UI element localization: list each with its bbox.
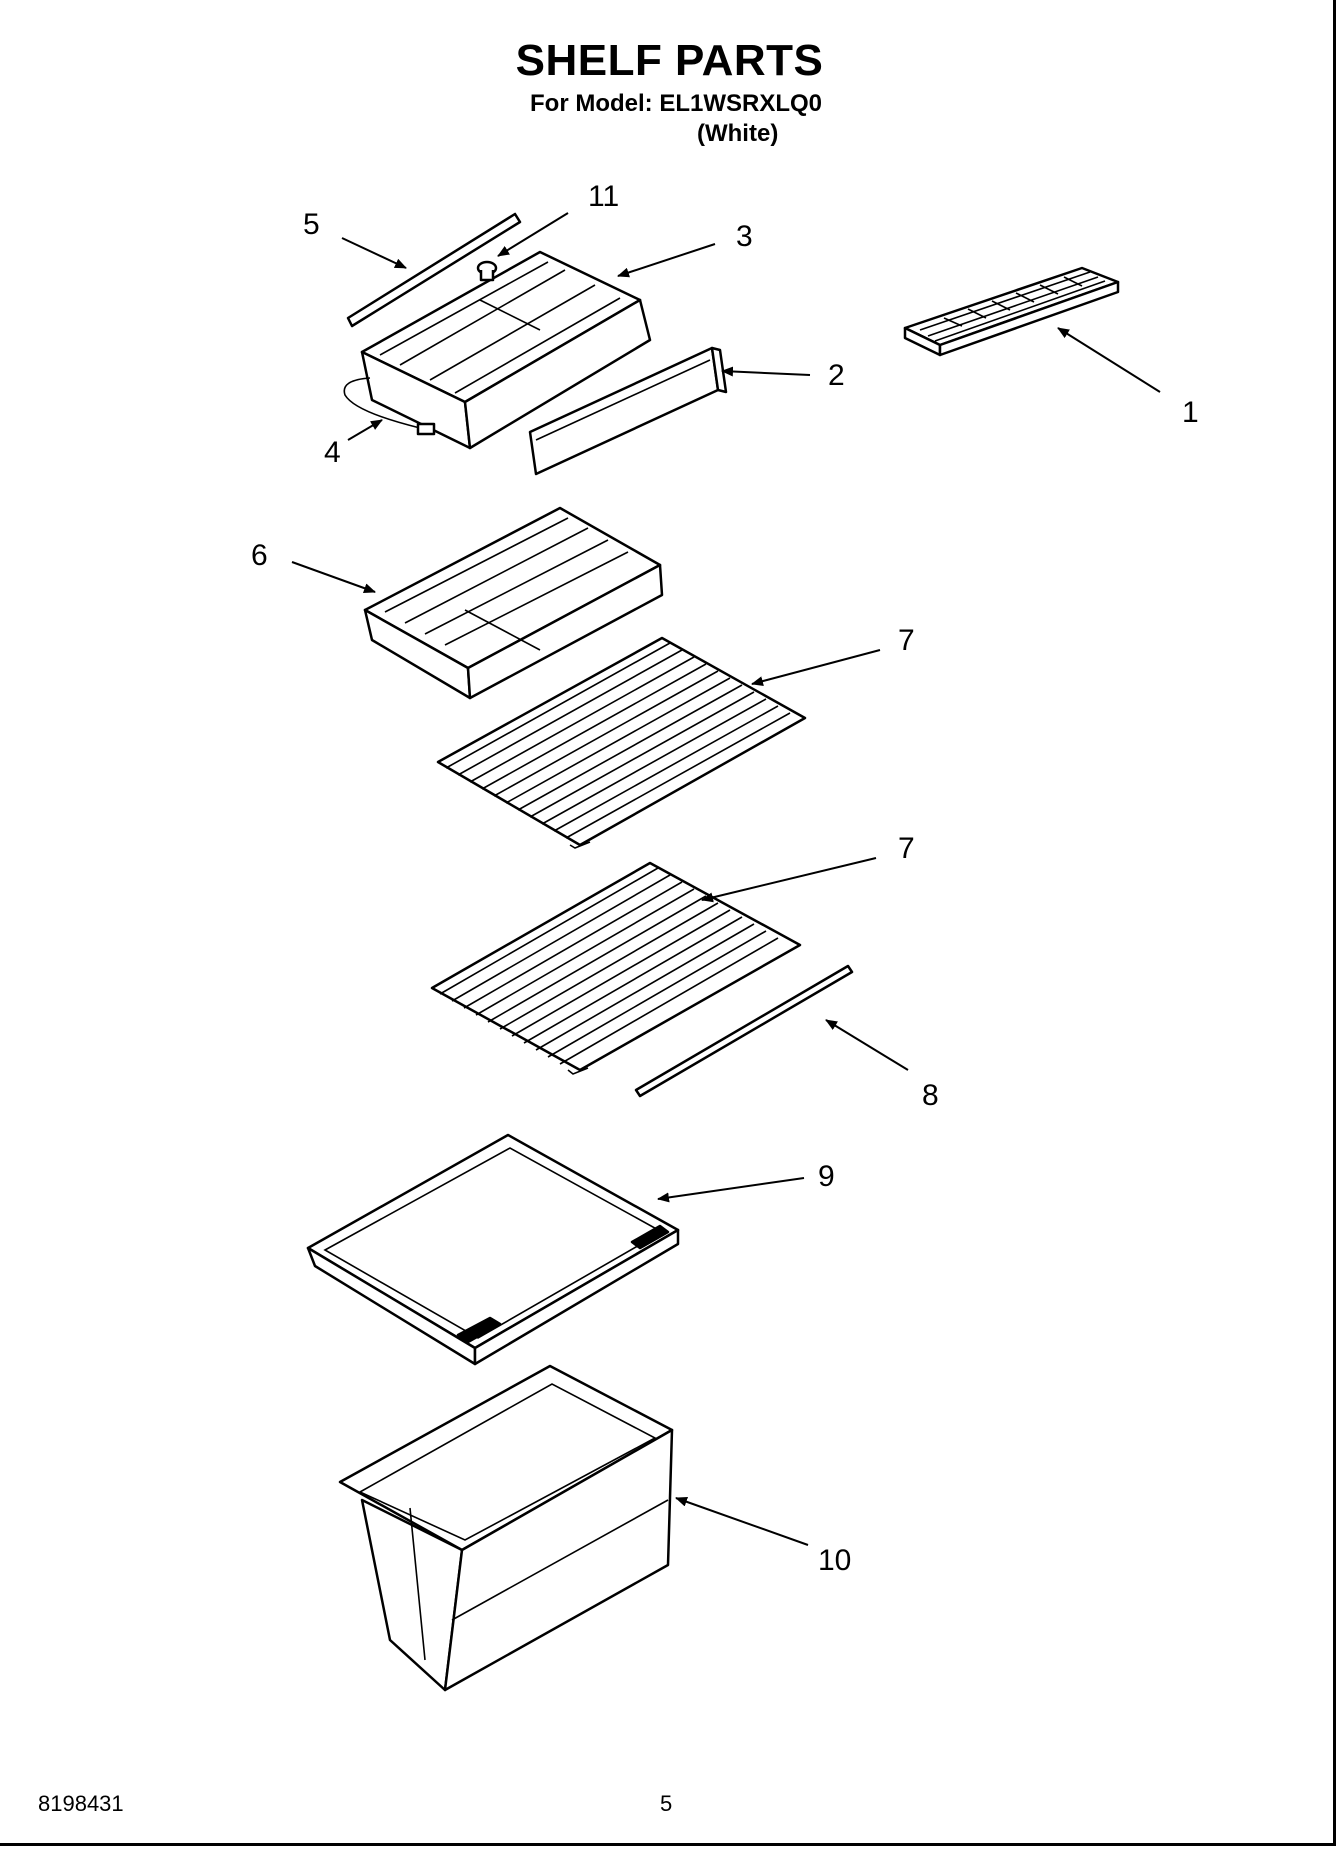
part-11-knob [476, 260, 498, 282]
callout-10: 10 [818, 1544, 851, 1577]
part-3-deli-drawer [360, 250, 652, 450]
callout-9: 9 [818, 1160, 835, 1193]
document-number: 8198431 [38, 1791, 124, 1816]
callout-8: 8 [922, 1079, 939, 1112]
callout-7-upper: 7 [898, 624, 915, 657]
callout-1: 1 [1182, 396, 1199, 429]
part-4-rod [343, 377, 436, 436]
callout-7-lower: 7 [898, 832, 915, 865]
callout-6: 6 [251, 539, 268, 572]
part-6-crisper-tray [363, 506, 664, 700]
callout-11: 11 [588, 180, 619, 213]
part-9-glass-shelf [306, 1133, 680, 1366]
part-10-crisper-bin [338, 1364, 674, 1692]
part-7-wire-shelf-upper [436, 636, 807, 849]
part-2-cover-front [528, 346, 728, 476]
callout-4: 4 [324, 436, 341, 469]
part-8-trim-strip [634, 964, 854, 1098]
variant-line: (White) [697, 120, 779, 147]
callout-2: 2 [828, 359, 845, 392]
callout-3: 3 [736, 220, 753, 253]
model-line: For Model: EL1WSRXLQ0 [530, 90, 823, 117]
part-5-rail [346, 212, 522, 328]
part-1-ice-cube-tray [903, 266, 1120, 357]
page-title: SHELF PARTS [515, 36, 824, 85]
page-number: 5 [660, 1791, 673, 1816]
leader-lines [291, 212, 1161, 1546]
part-7-wire-shelf-lower [430, 861, 802, 1075]
callout-5: 5 [303, 208, 320, 241]
